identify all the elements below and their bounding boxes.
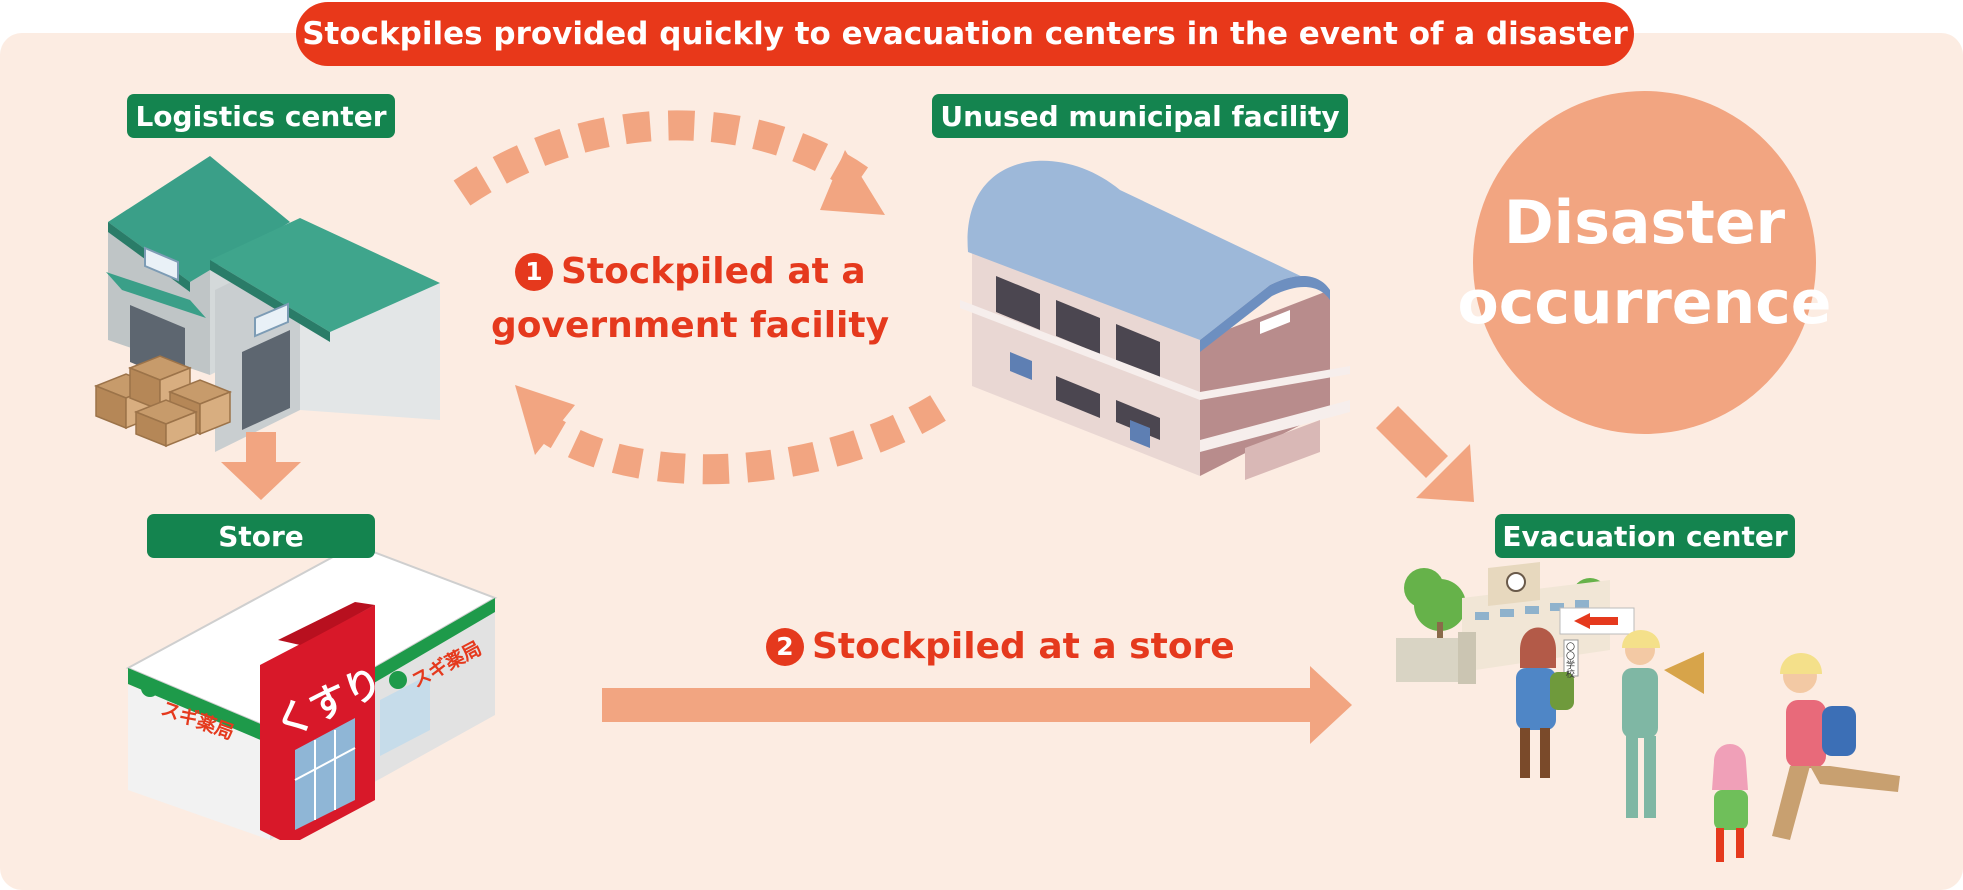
route1-line2: government facility <box>491 305 890 346</box>
route1-number-badge: 1 <box>515 253 553 291</box>
disaster-line1: Disaster <box>1503 187 1786 258</box>
warehouse-illustration <box>93 156 440 452</box>
arrow-store-to-evacuation <box>602 666 1352 744</box>
arrow-logistics-to-store <box>221 432 301 500</box>
municipal-building-illustration <box>960 160 1350 480</box>
disaster-line2: occurrence <box>1457 267 1832 338</box>
evacuation-scene-illustration <box>1396 562 1900 862</box>
label-unused-municipal-facility: Unused municipal facility <box>932 94 1348 138</box>
arrow-to-logistics-dashed <box>541 395 946 485</box>
route2-number-badge: 2 <box>766 628 804 666</box>
arrow-municipal-to-evacuation <box>1376 406 1474 502</box>
headline-banner: Stockpiles provided quickly to evacuatio… <box>296 2 1634 66</box>
route2-text: Stockpiled at a store <box>812 626 1235 667</box>
arrow-to-municipal-dashed <box>453 110 869 206</box>
label-logistics-center: Logistics center <box>127 94 395 138</box>
disaster-occurrence-circle: Disaster occurrence <box>1458 91 1831 434</box>
label-evacuation-center: Evacuation center <box>1495 514 1795 558</box>
route1-line1: Stockpiled at a <box>561 251 866 292</box>
arrowhead-to-logistics <box>515 385 575 455</box>
store-illustration <box>125 543 498 840</box>
label-store: Store <box>147 514 375 558</box>
school-sign: 〇〇学校 <box>1566 643 1576 680</box>
arrowhead-to-municipal <box>820 150 885 215</box>
